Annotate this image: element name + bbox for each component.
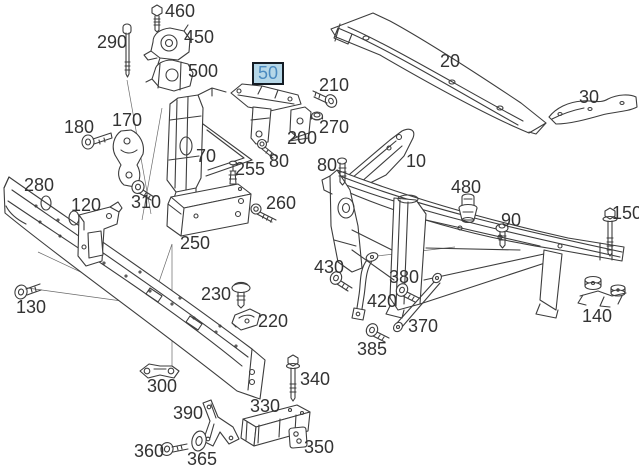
part-label-120[interactable]: 120 <box>71 195 101 215</box>
part-drawing-headlamp-bracket-70 <box>166 87 253 199</box>
part-label-180[interactable]: 180 <box>64 117 94 137</box>
part-label-480[interactable]: 480 <box>451 177 481 197</box>
part-label-460[interactable]: 460 <box>165 1 195 21</box>
part-drawing-grommet-365 <box>191 430 207 452</box>
part-label-90[interactable]: 90 <box>501 210 521 230</box>
part-drawing-absorber-bracket-50 <box>230 83 302 145</box>
part-label-10[interactable]: 10 <box>406 151 426 171</box>
part-drawing-front-module-carrier-10 <box>321 128 625 319</box>
selected-label-text[interactable]: 50 <box>258 63 278 83</box>
part-label-450[interactable]: 450 <box>184 27 214 47</box>
part-drawing-nut-270 <box>310 111 324 121</box>
part-label-340[interactable]: 340 <box>300 369 330 389</box>
part-drawing-screw-360 <box>160 441 189 457</box>
part-label-380[interactable]: 380 <box>389 267 419 287</box>
part-drawing-bolt-290 <box>122 23 132 78</box>
part-label-210[interactable]: 210 <box>319 75 349 95</box>
part-drawing-engine-mount-450 <box>143 24 191 65</box>
part-label-260[interactable]: 260 <box>266 193 296 213</box>
part-drawing-clip-220 <box>231 308 261 331</box>
part-label-330[interactable]: 330 <box>250 396 280 416</box>
part-label-350[interactable]: 350 <box>304 437 334 457</box>
part-drawing-screw-180 <box>81 132 113 150</box>
part-label-250[interactable]: 250 <box>180 233 210 253</box>
part-drawing-bolt-80-left <box>256 138 277 159</box>
part-drawing-damper-block-350 <box>288 426 308 449</box>
part-drawing-bracket-200 <box>288 106 312 142</box>
part-label-70[interactable]: 70 <box>196 146 216 166</box>
part-drawing-sensor-480 <box>458 193 478 224</box>
part-label-80-left[interactable]: 80 <box>269 151 289 171</box>
part-drawing-bracket-390 <box>202 399 240 447</box>
part-drawing-bolt-150 <box>602 207 618 257</box>
part-label-130[interactable]: 130 <box>16 297 46 317</box>
selected-label-box[interactable] <box>252 62 284 85</box>
part-drawing-bolt-460 <box>151 4 163 33</box>
part-label-220[interactable]: 220 <box>258 311 288 331</box>
part-drawing-crash-box-330 <box>240 404 311 447</box>
part-label-420[interactable]: 420 <box>367 291 397 311</box>
part-drawing-mount-assembly-140 <box>577 275 627 308</box>
part-drawing-bracket-300 <box>139 363 180 379</box>
part-label-255[interactable]: 255 <box>235 159 265 179</box>
part-label-170[interactable]: 170 <box>112 110 142 130</box>
part-drawing-bolt-210 <box>312 90 338 108</box>
part-drawing-screw-430 <box>329 271 353 292</box>
part-drawing-screw-310 <box>131 180 155 201</box>
part-drawing-screw-230 <box>231 281 251 309</box>
part-label-430[interactable]: 430 <box>314 257 344 277</box>
part-drawing-bolt-340 <box>285 354 301 402</box>
part-label-50-selected[interactable]: 50 <box>252 62 284 85</box>
part-drawing-screw-90 <box>495 223 509 249</box>
part-label-310[interactable]: 310 <box>131 192 161 212</box>
part-label-230[interactable]: 230 <box>201 284 231 304</box>
part-drawing-mount-500 <box>145 59 194 92</box>
part-label-280[interactable]: 280 <box>24 175 54 195</box>
part-label-80-right[interactable]: 80 <box>317 155 337 175</box>
part-drawing-support-beam-250 <box>166 183 252 237</box>
part-drawing-screw-385 <box>365 323 390 343</box>
part-label-140[interactable]: 140 <box>582 306 612 326</box>
part-drawing-screw-130 <box>14 283 42 300</box>
part-drawing-bracket-30 <box>548 94 638 125</box>
part-drawing-clip-255 <box>228 160 238 185</box>
part-drawing-bolt-260 <box>250 203 277 223</box>
part-label-270[interactable]: 270 <box>319 117 349 137</box>
part-drawing-stabilizer-link-420 <box>351 252 379 321</box>
part-drawing-bracket-120 <box>77 201 123 267</box>
part-label-150[interactable]: 150 <box>612 203 639 223</box>
part-label-385[interactable]: 385 <box>357 339 387 359</box>
part-label-200[interactable]: 200 <box>287 128 317 148</box>
part-label-370[interactable]: 370 <box>408 316 438 336</box>
part-drawing-screw-380 <box>395 283 420 303</box>
part-drawing-bolt-80-right <box>336 157 348 186</box>
part-drawing-bracket-170 <box>112 129 144 188</box>
part-label-390[interactable]: 390 <box>173 403 203 423</box>
part-label-30[interactable]: 30 <box>579 87 599 107</box>
part-label-365[interactable]: 365 <box>187 449 217 469</box>
part-labels: 460 290 450 500 210 20 30 270 180 170 70… <box>16 1 639 469</box>
part-label-290[interactable]: 290 <box>97 32 127 52</box>
part-label-500[interactable]: 500 <box>188 61 218 81</box>
part-drawing-brace-rod-370 <box>393 272 442 333</box>
part-drawing-cowl-panel-20 <box>330 12 547 135</box>
part-label-360[interactable]: 360 <box>134 441 164 461</box>
part-label-300[interactable]: 300 <box>147 376 177 396</box>
part-label-20[interactable]: 20 <box>440 51 460 71</box>
